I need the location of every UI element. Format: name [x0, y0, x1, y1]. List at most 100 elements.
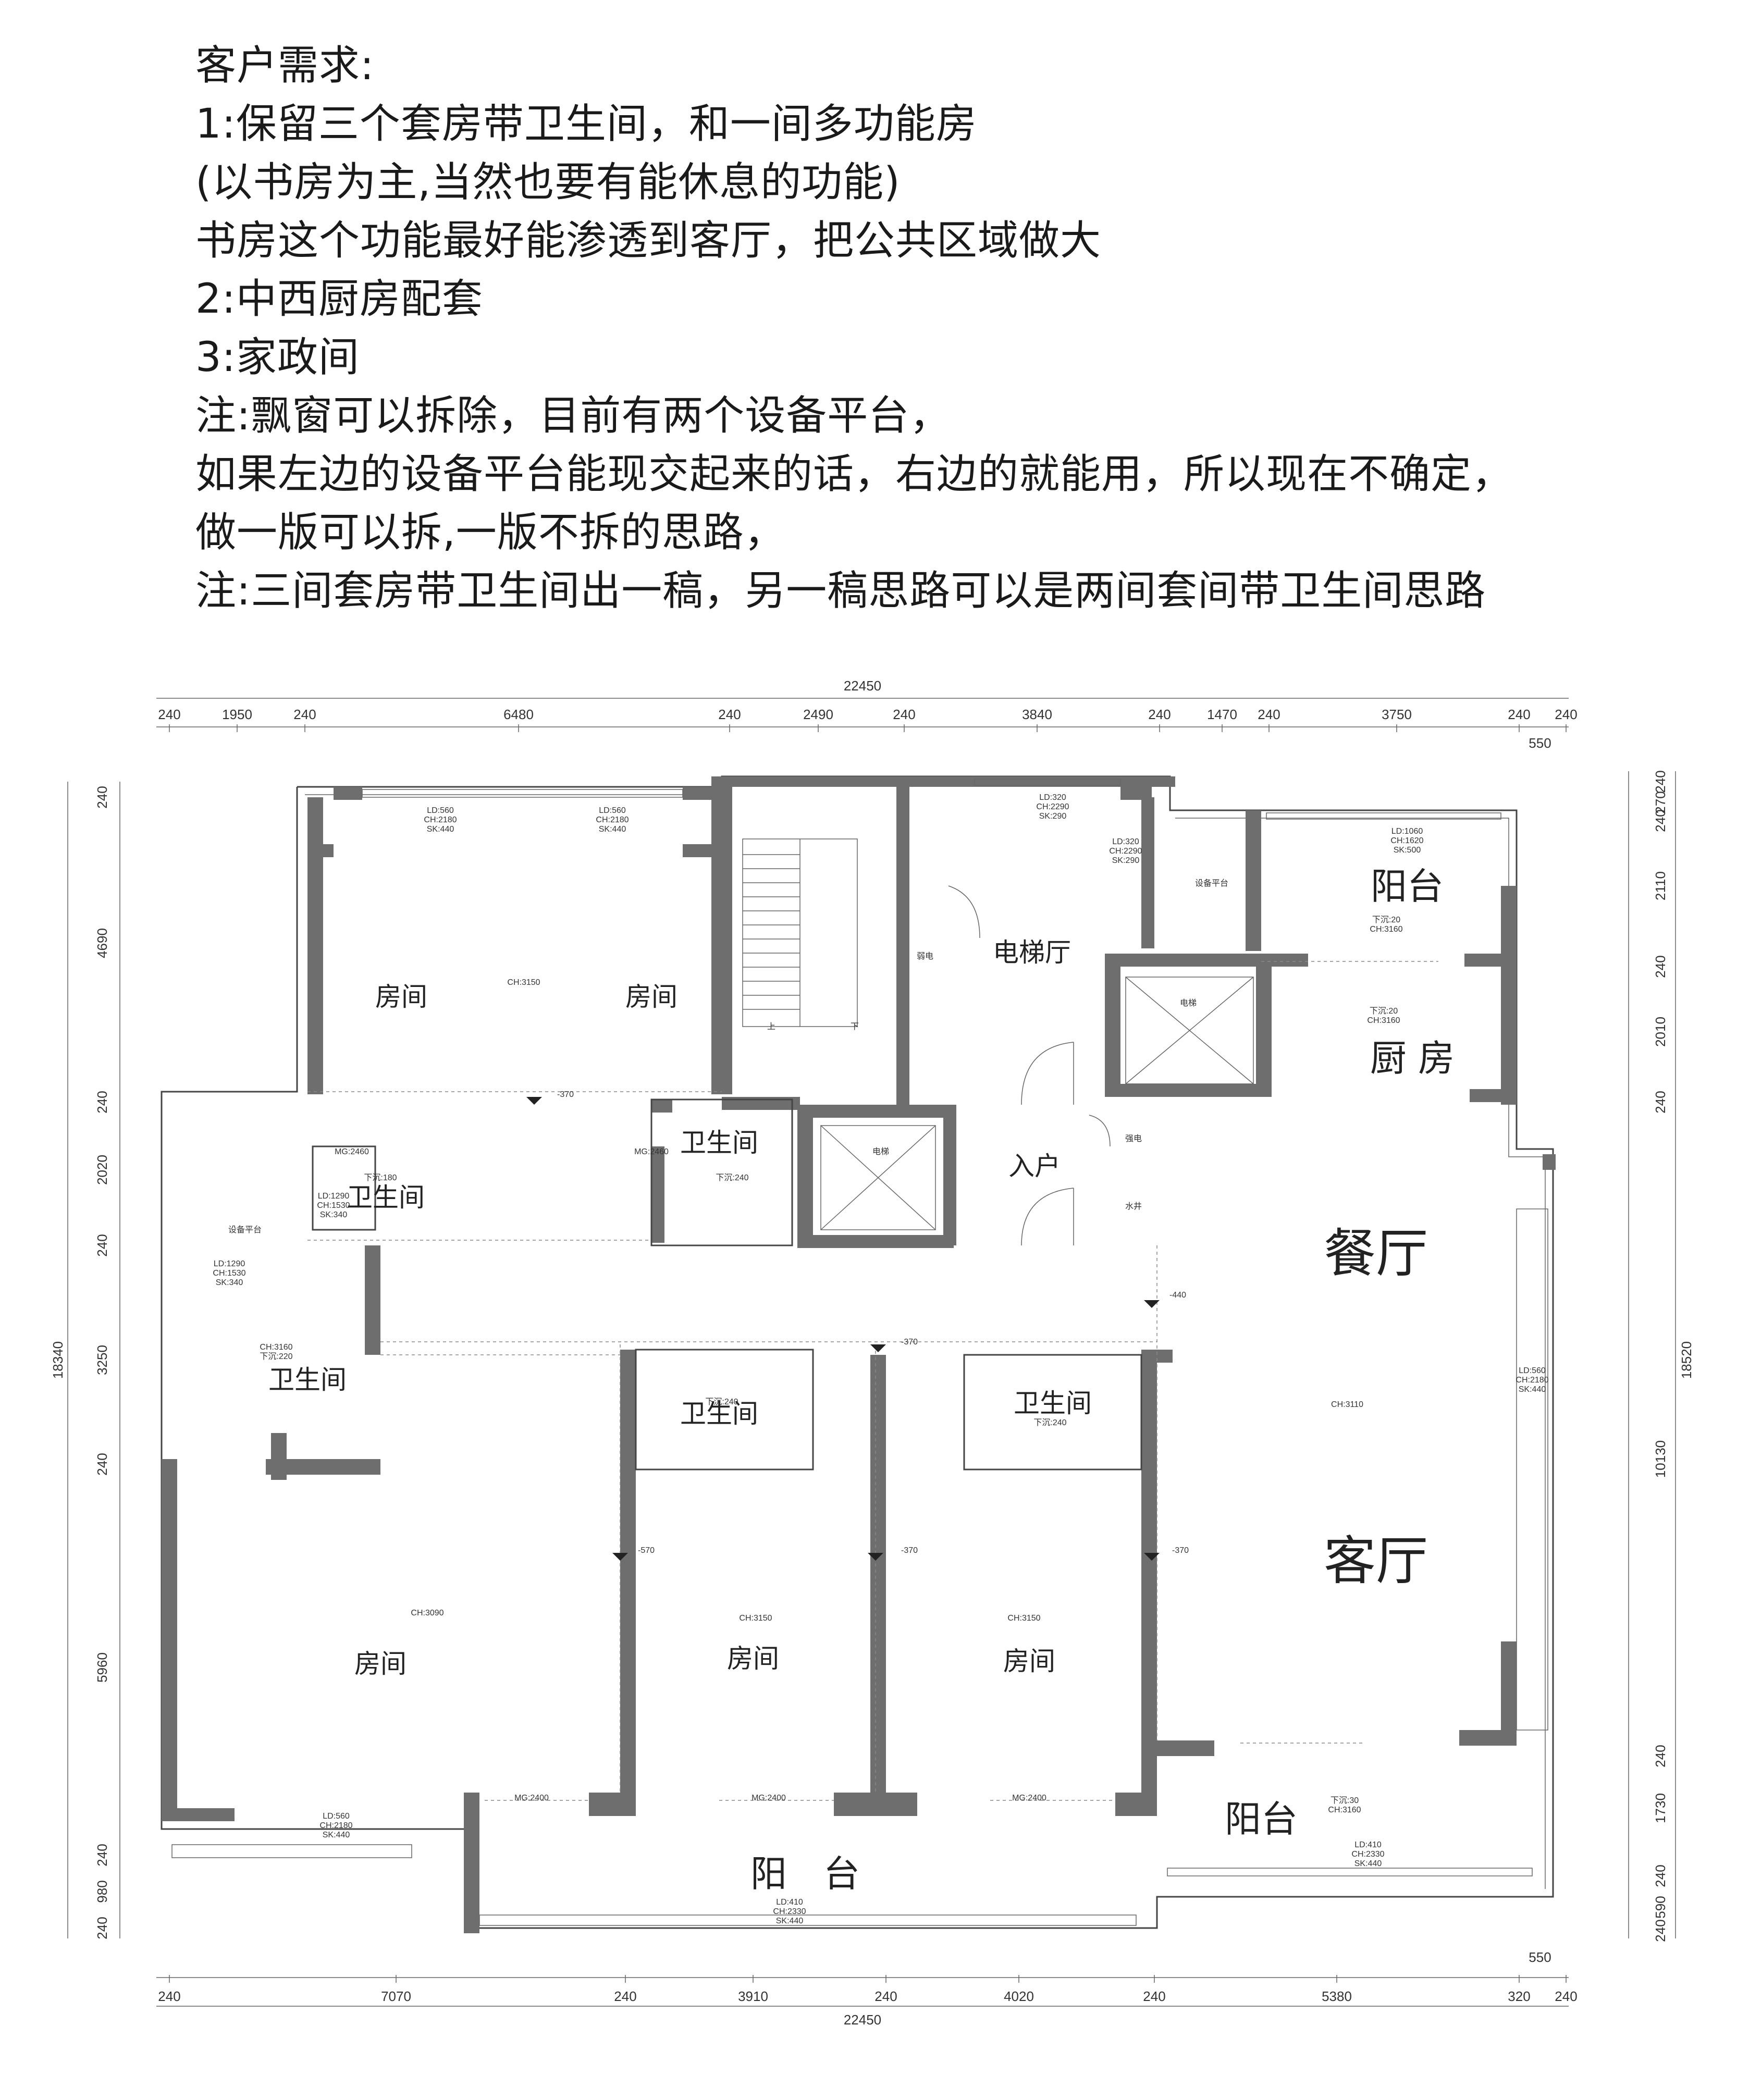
right-dim-label: 240: [1653, 955, 1668, 978]
room-label: 房间: [375, 982, 427, 1012]
level-markers: [526, 1097, 1160, 1561]
svg-text:MG:2460: MG:2460: [335, 1147, 369, 1156]
stair-up-label: 上: [767, 1022, 775, 1031]
note-line: 2:中西厨房配套: [195, 276, 483, 323]
room-label: 房间: [1003, 1646, 1055, 1676]
room-label: 房间: [625, 982, 677, 1012]
left-dim-label: 240: [94, 1917, 110, 1939]
right-dim-label: 240: [1653, 1091, 1668, 1113]
top-dim-label: 240: [158, 707, 180, 722]
svg-text:下沉:240: 下沉:240: [716, 1173, 748, 1182]
weak-current-label: 弱电: [917, 952, 933, 961]
svg-text:MG:2400: MG:2400: [514, 1794, 549, 1802]
balcony-label: 阳 台: [750, 1852, 860, 1895]
svg-text:下沉:240: 下沉:240: [705, 1397, 738, 1406]
svg-text:-370: -370: [901, 1546, 918, 1555]
client-requirements: 客户需求: 1:保留三个套房带卫生间，和一间多功能房 (以书房为主,当然也要有能…: [195, 36, 1707, 620]
elevator-label: 电梯: [872, 1147, 889, 1156]
svg-text:CH:3110: CH:3110: [1331, 1400, 1363, 1409]
strong-current-label: 强电: [1125, 1134, 1142, 1143]
entry-label: 入户: [1008, 1151, 1061, 1181]
dining-label: 餐厅: [1324, 1223, 1428, 1284]
top-dim-label: 240: [1148, 707, 1171, 722]
left-dimensions: 18340 2404690240202024032502405960240980…: [50, 782, 120, 1940]
balcony-label: 阳台: [1225, 1798, 1298, 1840]
balcony-label: 阳台: [1371, 865, 1444, 908]
left-dim-label: 4690: [94, 928, 110, 958]
kitchen-label: 厨 房: [1370, 1037, 1455, 1080]
svg-text:MG:2400: MG:2400: [752, 1794, 786, 1802]
top-dim-label: 240: [1258, 707, 1280, 722]
walls: [161, 775, 1556, 1933]
svg-text:CH:3150: CH:3150: [739, 1614, 772, 1623]
top-dim-label: 3840: [1022, 707, 1052, 722]
right-dim-label: 2110: [1653, 871, 1668, 900]
note-title: 客户需求:: [195, 42, 375, 89]
top-dim-label: 240: [718, 707, 741, 722]
svg-text:CH:3150: CH:3150: [507, 978, 540, 987]
left-dim-label: 3250: [94, 1345, 110, 1375]
right-dim-label: 240: [1653, 809, 1668, 832]
right-dimensions: 18520 2402702402110240201024010130240173…: [1628, 770, 1694, 1942]
right-dim-label: 240: [1653, 770, 1668, 793]
bottom-dim-label: 4020: [1004, 1988, 1034, 2004]
right-dim-label: 10130: [1653, 1440, 1668, 1478]
svg-text:CH:3150: CH:3150: [1007, 1614, 1040, 1623]
note-line: 书房这个功能最好能渗透到客厅，把公共区域做大: [195, 217, 1102, 264]
top-dim-label: 1950: [222, 707, 252, 722]
svg-text:下沉:180: 下沉:180: [364, 1173, 397, 1182]
right-dim-label: 240: [1653, 1864, 1668, 1887]
left-dim-label: 240: [94, 1091, 110, 1113]
bottom-dim-label: 240: [614, 1988, 636, 2004]
note-line: 注:三间套房带卫生间出一稿，另一稿思路可以是两间套间带卫生间思路: [195, 567, 1486, 614]
equip-platform-label: 设备平台: [1195, 879, 1228, 888]
left-dim-label: 240: [94, 786, 110, 808]
right-dim-label: 270: [1653, 791, 1668, 813]
room-label: 房间: [727, 1644, 779, 1674]
svg-text:MG:2460: MG:2460: [634, 1147, 669, 1156]
svg-text:下沉:240: 下沉:240: [1033, 1418, 1066, 1427]
staircase: [742, 838, 858, 1027]
bath-label: 卫生间: [680, 1399, 758, 1429]
svg-text:-370: -370: [1172, 1546, 1189, 1555]
left-dim-label: 240: [94, 1844, 110, 1866]
bath-label: 卫生间: [680, 1128, 758, 1158]
top-dim-label: 1470: [1207, 707, 1237, 722]
dim-top-extra: 550: [1529, 735, 1551, 751]
left-dim-label: 980: [94, 1880, 110, 1903]
windows: [171, 779, 1548, 1926]
top-dim-label: 3750: [1382, 707, 1412, 722]
svg-text:-370: -370: [901, 1338, 918, 1347]
right-dim-label: 590: [1653, 1896, 1668, 1918]
bottom-dim-label: 240: [158, 1988, 180, 2004]
water-shaft-label: 水井: [1125, 1202, 1142, 1211]
right-dim-label: 2010: [1653, 1017, 1668, 1047]
elevator-label: 电梯: [1180, 998, 1197, 1008]
note-line: 注:飘窗可以拆除，目前有两个设备平台，: [195, 392, 951, 439]
dim-top-total: 22450: [844, 678, 881, 694]
bath-label: 卫生间: [1014, 1388, 1092, 1418]
svg-text:-440: -440: [1169, 1291, 1186, 1300]
svg-text:CH:3090: CH:3090: [411, 1609, 444, 1617]
doors: [948, 885, 1111, 1246]
bottom-dim-label: 5380: [1322, 1988, 1352, 2004]
dim-left-total: 18340: [50, 1341, 66, 1379]
note-line: 做一版可以拆,一版不拆的思路，: [195, 509, 785, 556]
beam-lines: [307, 961, 1438, 1801]
room-labels: 房间 房间 房间 房间 房间 电梯厅 入户 卫生间 卫生间 卫生间 卫生间 卫生…: [228, 865, 1455, 1895]
